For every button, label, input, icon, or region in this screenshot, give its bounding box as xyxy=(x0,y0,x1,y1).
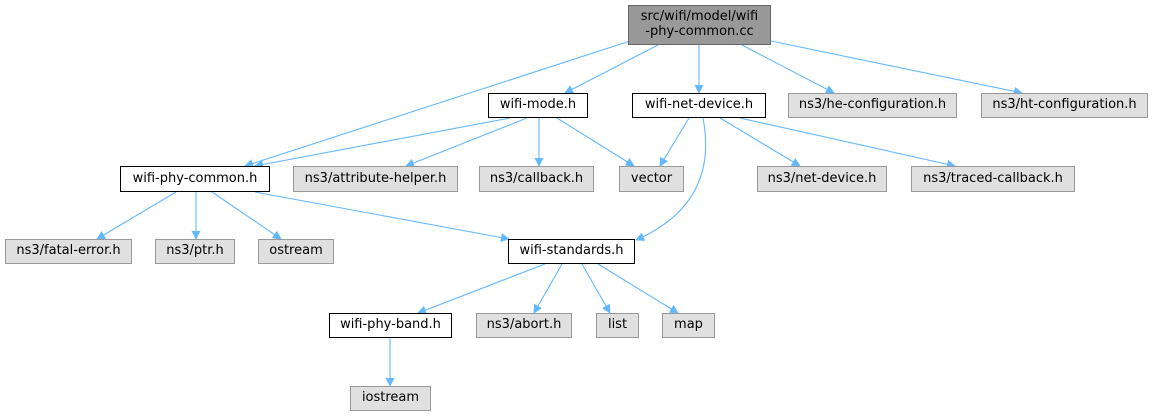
edge-root-to-wifi-phy-common xyxy=(244,40,631,168)
node-ptr-h: ns3/ptr.h xyxy=(155,239,235,264)
node-iostream: iostream xyxy=(350,386,431,411)
edge-wifi-standards-to-abort xyxy=(533,263,563,314)
node-ht-configuration-h: ns3/ht-configuration.h xyxy=(981,93,1148,118)
node-wifi-net-device-h[interactable]: wifi-net-device.h xyxy=(632,93,766,118)
node-list: list xyxy=(596,313,639,338)
node-traced-callback-h: ns3/traced-callback.h xyxy=(911,166,1075,192)
node-abort-h: ns3/abort.h xyxy=(476,313,572,338)
edge-root-to-he-configuration xyxy=(741,44,835,94)
node-wifi-standards-h[interactable]: wifi-standards.h xyxy=(508,239,635,264)
node-wifi-phy-common-h[interactable]: wifi-phy-common.h xyxy=(120,166,270,192)
edge-wifi-net-device-to-wifi-standards xyxy=(635,117,707,241)
node-callback-h: ns3/callback.h xyxy=(479,166,594,192)
node-vector: vector xyxy=(619,166,684,192)
edge-wifi-phy-common-to-ostream xyxy=(211,191,282,240)
edge-root-to-wifi-mode xyxy=(564,44,659,94)
node-map: map xyxy=(662,313,715,338)
node-fatal-error-h: ns3/fatal-error.h xyxy=(5,239,132,264)
edge-wifi-mode-to-wifi-phy-common xyxy=(254,117,511,169)
edge-root-to-ht-configuration xyxy=(770,40,1023,96)
node-attribute-helper-h: ns3/attribute-helper.h xyxy=(293,166,458,192)
edge-wifi-phy-common-to-fatal-error xyxy=(96,191,177,240)
edge-wifi-standards-to-wifi-phy-band xyxy=(417,263,546,315)
node-wifi-phy-band-h[interactable]: wifi-phy-band.h xyxy=(329,313,452,338)
node-ostream: ostream xyxy=(258,239,334,264)
edge-wifi-mode-to-attribute-helper xyxy=(405,117,528,168)
node-he-configuration-h: ns3/he-configuration.h xyxy=(788,93,957,118)
edge-wifi-mode-to-vector xyxy=(556,117,635,167)
edge-wifi-net-device-to-traced-callback xyxy=(739,117,956,169)
edge-wifi-standards-to-list xyxy=(581,263,611,314)
edge-wifi-net-device-to-net-device xyxy=(719,117,801,167)
node-wifi-phy-common-cc: src/wifi/model/wifi -phy-common.cc xyxy=(628,5,771,45)
edge-wifi-net-device-to-vector xyxy=(659,117,690,167)
edge-wifi-phy-common-to-wifi-standards xyxy=(254,191,510,242)
edge-wifi-standards-to-map xyxy=(597,263,679,314)
node-net-device-h: ns3/net-device.h xyxy=(757,166,887,192)
node-wifi-mode-h[interactable]: wifi-mode.h xyxy=(488,93,588,118)
